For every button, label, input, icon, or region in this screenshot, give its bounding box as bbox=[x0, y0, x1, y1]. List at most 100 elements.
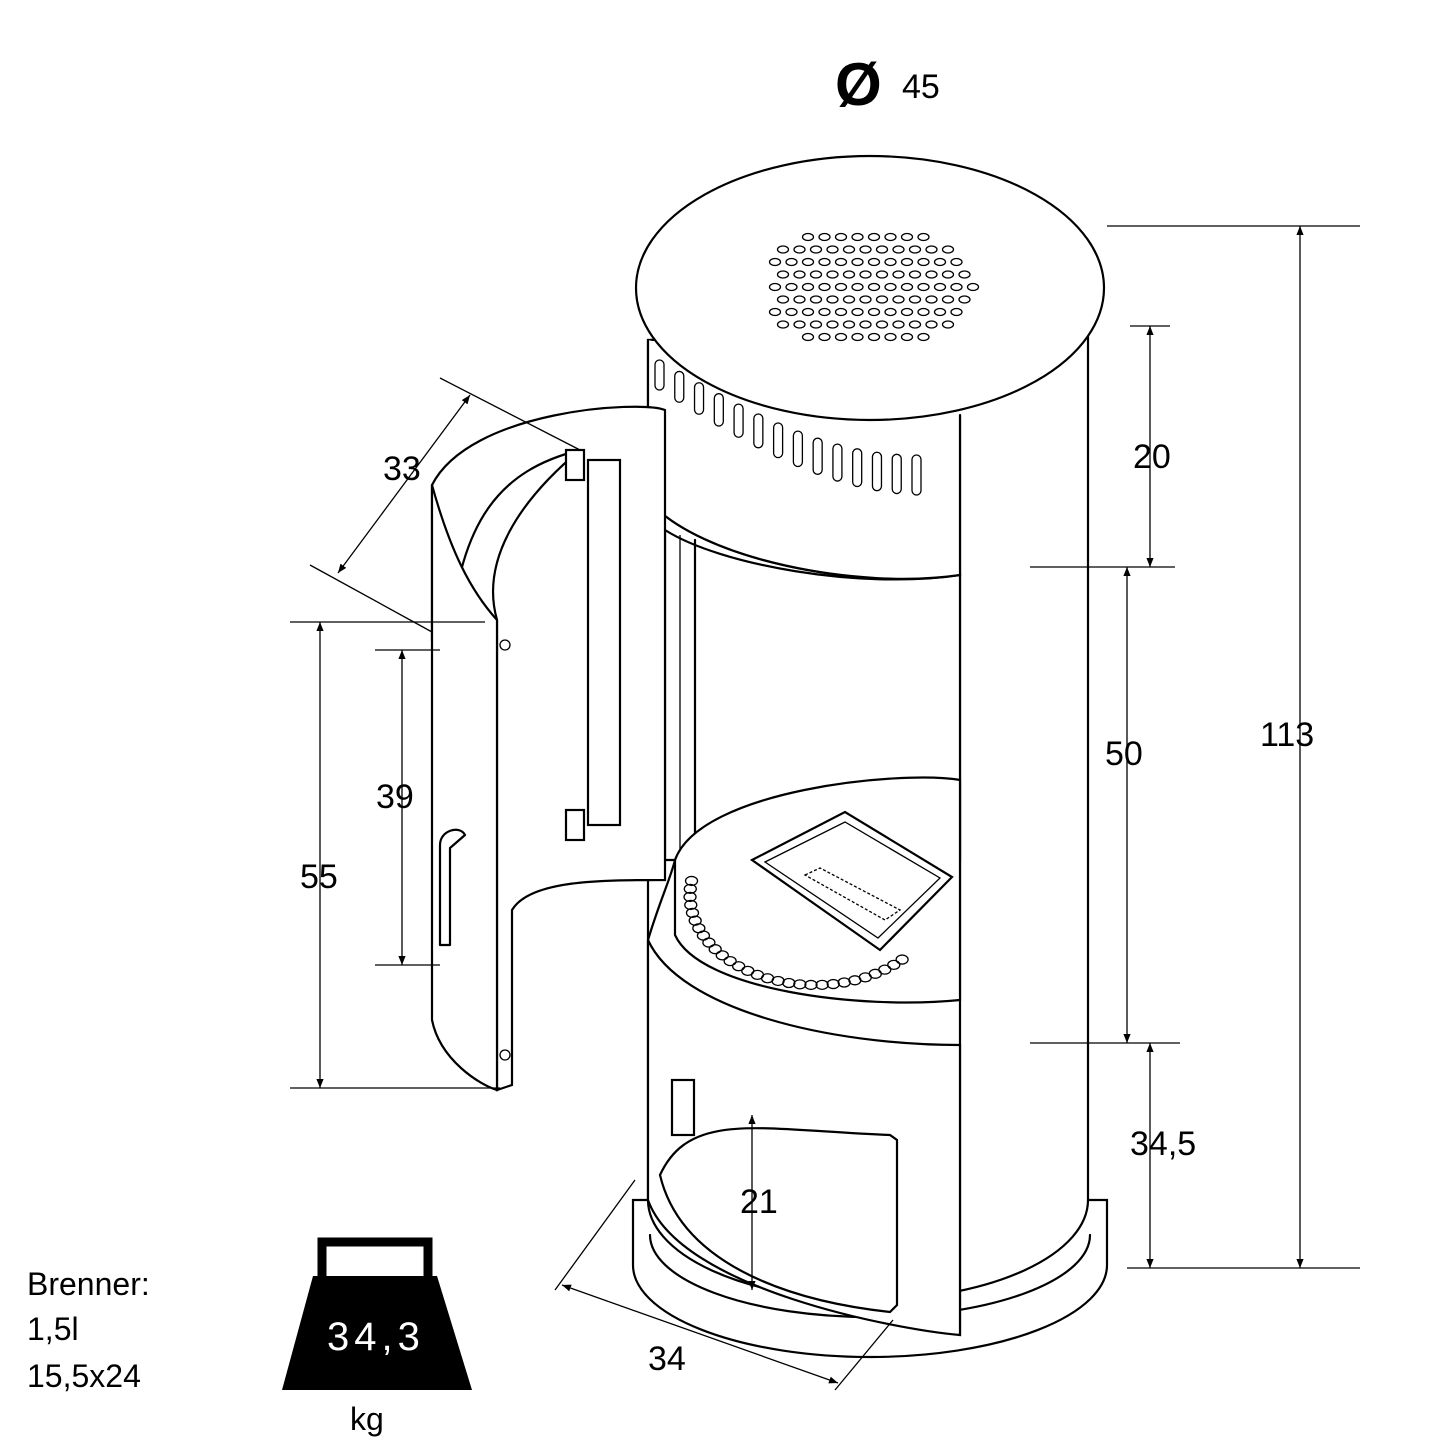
vent-hole bbox=[785, 257, 798, 267]
vent-slot bbox=[713, 393, 724, 427]
vent-hole bbox=[801, 307, 815, 317]
vent-hole bbox=[925, 295, 938, 304]
vent-hole bbox=[941, 320, 955, 329]
vent-hole bbox=[941, 295, 955, 304]
vent-hole bbox=[900, 307, 914, 317]
vent-hole bbox=[785, 307, 798, 317]
vent-hole bbox=[958, 270, 971, 279]
vent-hole bbox=[950, 282, 963, 292]
vent-hole bbox=[867, 332, 881, 342]
burner-table-hole bbox=[723, 955, 737, 967]
vent-hole bbox=[834, 232, 848, 242]
vent-hole bbox=[892, 245, 905, 254]
burner-table-hole bbox=[793, 979, 807, 990]
vent-hole bbox=[842, 320, 856, 329]
vent-hole bbox=[768, 282, 782, 292]
vent-hole bbox=[768, 257, 782, 267]
vent-hole bbox=[884, 257, 897, 267]
vent-hole bbox=[933, 257, 947, 267]
vent-hole bbox=[834, 282, 848, 292]
burner-table-hole bbox=[683, 891, 697, 903]
vent-hole bbox=[809, 320, 823, 329]
vent-hole bbox=[818, 282, 831, 292]
vent-slot bbox=[852, 448, 863, 488]
vent-hole bbox=[900, 332, 914, 342]
top-lid bbox=[634, 154, 1106, 991]
vent-hole bbox=[933, 307, 947, 317]
vent-slot bbox=[812, 437, 823, 475]
vent-hole bbox=[892, 270, 905, 279]
vent-slot bbox=[693, 382, 705, 415]
vent-hole bbox=[884, 232, 897, 242]
vent-hole bbox=[776, 270, 790, 279]
burner-table-hole bbox=[685, 907, 700, 919]
vent-hole bbox=[834, 307, 848, 317]
storage-width-label: 34 bbox=[648, 1340, 686, 1378]
vent-hole bbox=[917, 282, 930, 292]
vent-hole bbox=[818, 257, 831, 267]
burner-volume: 1,5l bbox=[27, 1311, 79, 1347]
top-section-height-label: 20 bbox=[1133, 438, 1171, 476]
vent-hole bbox=[801, 282, 815, 292]
vent-slot bbox=[733, 403, 744, 438]
vent-hole bbox=[834, 332, 848, 342]
vent-hole bbox=[875, 245, 889, 254]
burner-table-hole bbox=[878, 964, 892, 975]
door-glass-height-label: 39 bbox=[376, 778, 414, 816]
door-height-label: 55 bbox=[300, 858, 338, 896]
vent-hole bbox=[908, 320, 922, 329]
vent-hole bbox=[793, 270, 806, 279]
vent-slot bbox=[871, 451, 883, 492]
vent-hole bbox=[801, 257, 815, 267]
vent-hole bbox=[793, 245, 806, 254]
vent-hole bbox=[826, 320, 839, 329]
vent-hole bbox=[867, 307, 881, 317]
burner-size: 15,5x24 bbox=[27, 1358, 141, 1394]
burner-table-hole bbox=[702, 937, 716, 948]
vent-hole bbox=[884, 307, 897, 317]
vent-hole bbox=[908, 270, 922, 279]
vent-hole bbox=[917, 307, 930, 317]
burner-table-hole bbox=[895, 954, 909, 965]
vent-hole bbox=[859, 245, 872, 254]
vent-hole bbox=[826, 270, 839, 279]
vent-slot bbox=[832, 443, 843, 482]
vent-hole bbox=[809, 270, 823, 279]
dimension-lines bbox=[290, 225, 1360, 1391]
vent-hole bbox=[793, 320, 806, 329]
vent-hole bbox=[958, 295, 971, 304]
vent-hole bbox=[859, 270, 872, 279]
vent-hole bbox=[867, 257, 881, 267]
vent-hole bbox=[875, 270, 889, 279]
vent-hole bbox=[851, 282, 864, 292]
vent-hole bbox=[892, 295, 905, 304]
vent-hole bbox=[900, 232, 914, 242]
vent-hole bbox=[851, 307, 864, 317]
vent-hole bbox=[793, 295, 806, 304]
vent-hole bbox=[809, 295, 823, 304]
vent-hole bbox=[809, 245, 823, 254]
vent-hole bbox=[884, 332, 897, 342]
vent-hole bbox=[818, 307, 831, 317]
vent-hole bbox=[826, 245, 839, 254]
burner-table-hole bbox=[715, 950, 729, 961]
vent-hole bbox=[908, 295, 922, 304]
door bbox=[430, 405, 667, 1092]
vent-hole bbox=[900, 257, 914, 267]
vent-hole bbox=[842, 270, 856, 279]
vent-hole bbox=[875, 295, 889, 304]
burner-label: Brenner: bbox=[27, 1266, 150, 1302]
vent-hole bbox=[859, 320, 872, 329]
base-height-label: 34,5 bbox=[1130, 1125, 1196, 1163]
vent-hole bbox=[834, 257, 848, 267]
vent-hole bbox=[818, 332, 831, 342]
burner-table-hole bbox=[684, 899, 698, 911]
vent-slot bbox=[654, 359, 665, 391]
vent-hole bbox=[801, 232, 815, 242]
vent-hole bbox=[776, 245, 790, 254]
vent-hole bbox=[884, 282, 897, 292]
vent-hole bbox=[925, 245, 938, 254]
vent-hole bbox=[917, 332, 930, 342]
stove-body bbox=[646, 328, 1090, 1337]
